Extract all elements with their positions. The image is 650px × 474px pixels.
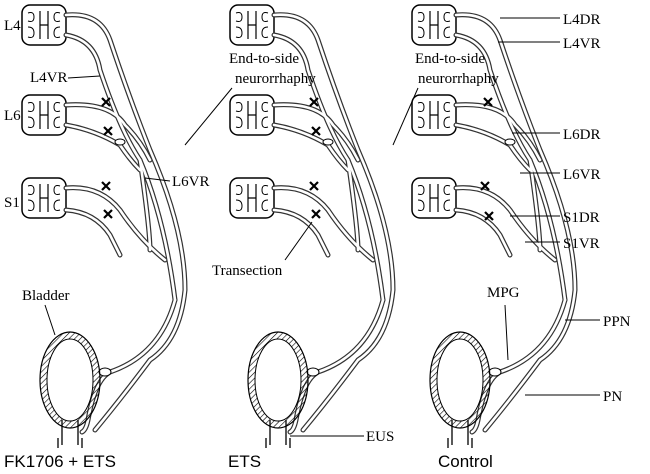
p3-l6dr: L6DR [563,127,601,143]
p2-ets-line2: neurorrhaphy [418,71,499,87]
p3-s1vr: S1VR [563,236,600,252]
p1-l6vr: L6VR [172,174,210,190]
label-l4: L4 [4,18,21,34]
p2-transection: Transection [212,263,283,279]
caption-fk1706-ets: FK1706 + ETS [4,452,116,471]
p1-bladder: Bladder [22,288,69,304]
p1-l4vr: L4VR [30,70,68,86]
p3-l6vr: L6VR [563,167,601,183]
p3-l4dr: L4DR [563,12,601,28]
p3-mpg: MPG [487,285,520,301]
p1-ets-line2: neurorrhaphy [235,71,316,87]
label-l6: L6 [4,108,21,124]
caption-ets: ETS [228,452,261,471]
p3-leaders [498,17,600,396]
p1-ets-line1: End-to-side [229,51,299,67]
caption-control: Control [438,452,493,471]
label-s1: S1 [4,195,20,211]
p3-pn: PN [603,389,622,405]
p3-ppn: PPN [603,314,631,330]
p2-eus: EUS [366,429,394,445]
p3-s1dr: S1DR [563,210,600,226]
p2-ets-line1: End-to-side [415,51,485,67]
p3-l4vr: L4VR [563,36,601,52]
transection-marks [101,97,494,221]
